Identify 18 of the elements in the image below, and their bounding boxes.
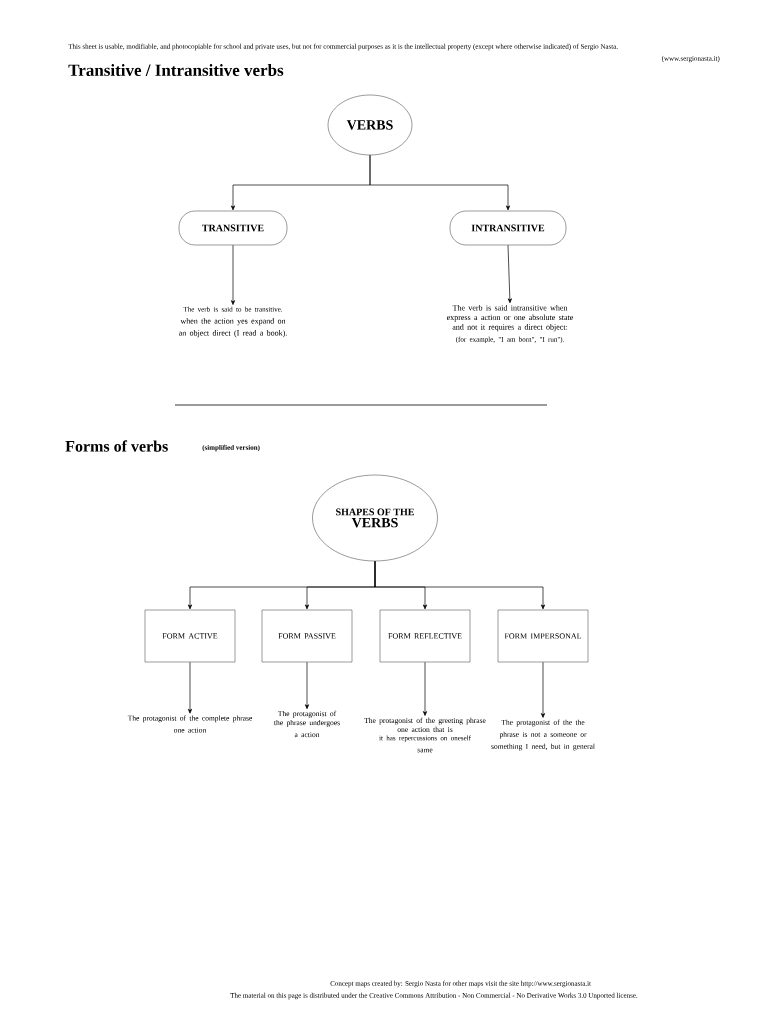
arrow <box>230 244 236 305</box>
process-box: FORM IMPERSONAL <box>497 609 589 663</box>
process-box: FORM ACTIVE <box>144 609 236 663</box>
arrow <box>507 244 512 304</box>
arrow <box>374 560 546 610</box>
title: Transitive / Intransitive verbs <box>68 64 284 76</box>
ellipse-node: SHAPES OF THE VERBS <box>312 474 438 562</box>
section-heading: Forms of verbs <box>65 440 168 452</box>
arrow <box>369 154 511 211</box>
rounded-box: INTRANSITIVE <box>449 210 567 246</box>
arrow <box>304 661 310 710</box>
process-box: FORM PASSIVE <box>261 609 353 663</box>
arrow <box>422 661 428 716</box>
arrow <box>540 661 546 718</box>
process-box: FORM REFLECTIVE <box>379 609 471 663</box>
rounded-box: TRANSITIVE <box>178 210 288 246</box>
ellipse-node: VERBS <box>327 94 413 156</box>
arrow <box>187 661 193 714</box>
